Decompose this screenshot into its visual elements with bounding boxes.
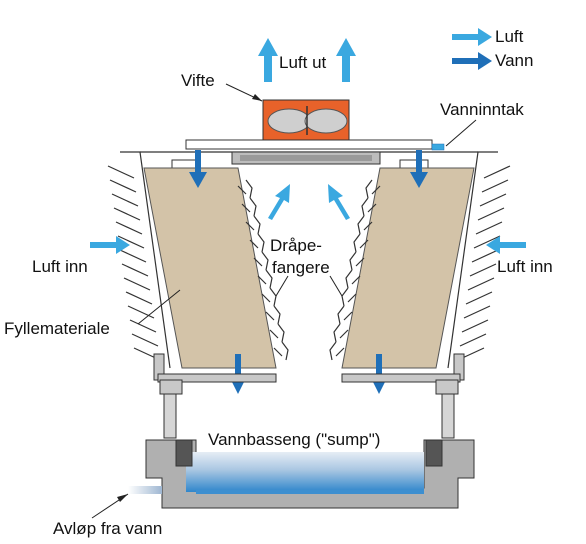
right-louvres bbox=[457, 165, 511, 361]
basin-water bbox=[186, 452, 424, 492]
left-support-leg bbox=[163, 393, 177, 439]
right-fill-pack bbox=[341, 167, 475, 369]
fill-material-label: Fyllemateriale bbox=[4, 319, 110, 338]
drain-label: Avløp fra vann bbox=[53, 519, 163, 538]
air-out-arrow-right bbox=[336, 38, 356, 82]
center-distribution-inner bbox=[240, 155, 372, 161]
air-out-arrow-left bbox=[258, 38, 278, 82]
legend-air-arrow bbox=[452, 28, 492, 46]
fan bbox=[262, 99, 350, 141]
water-down-arrow-1 bbox=[189, 150, 207, 188]
drift-eliminators-label-line1: Dråpe- bbox=[270, 236, 322, 255]
left-fill-pack bbox=[143, 167, 277, 369]
legend-water-label: Vann bbox=[495, 51, 534, 70]
drain-pipe bbox=[128, 486, 162, 494]
water-intake-leader bbox=[445, 119, 477, 147]
drain-leader-arrowhead bbox=[117, 494, 128, 502]
fill-leader bbox=[137, 289, 181, 325]
legend-water-arrow bbox=[452, 52, 492, 70]
drift-leader-left bbox=[275, 275, 289, 297]
basin-floor-highlight bbox=[196, 490, 424, 494]
water-intake-label: Vanninntak bbox=[440, 100, 524, 119]
left-collection-tray bbox=[153, 353, 277, 395]
right-drift-eliminator bbox=[329, 179, 381, 361]
air-up-arrow-1 bbox=[268, 184, 290, 220]
left-louvres bbox=[107, 165, 161, 361]
right-collection-tray bbox=[341, 353, 465, 395]
air-in-left-label: Luft inn bbox=[32, 257, 88, 276]
fan-label: Vifte bbox=[181, 71, 215, 90]
air-out-label: Luft ut bbox=[279, 53, 327, 72]
air-in-right-label: Luft inn bbox=[497, 257, 553, 276]
air-in-arrow-right bbox=[486, 236, 526, 254]
air-in-arrow-left bbox=[90, 236, 130, 254]
right-spray-nozzle bbox=[399, 159, 429, 169]
drift-leader-right bbox=[329, 275, 343, 297]
water-down-arrow-2 bbox=[410, 150, 428, 188]
drift-eliminators-label-line2: fangere bbox=[272, 258, 330, 277]
water-intake-nozzle bbox=[431, 143, 445, 151]
right-support-leg bbox=[441, 393, 455, 439]
legend-air-label: Luft bbox=[495, 27, 524, 46]
top-deck bbox=[185, 139, 433, 150]
air-up-arrow-2 bbox=[328, 184, 350, 220]
basin-left-block bbox=[175, 439, 193, 467]
basin-label: Vannbasseng ("sump") bbox=[208, 430, 381, 449]
fan-leader-arrowhead bbox=[252, 94, 262, 101]
basin-right-block bbox=[425, 439, 443, 467]
